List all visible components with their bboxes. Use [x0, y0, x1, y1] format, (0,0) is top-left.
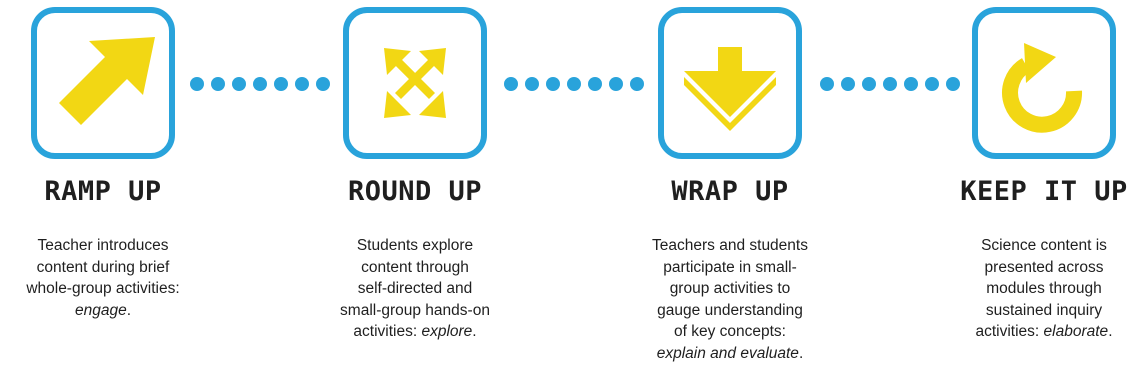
connector-dots-2: [504, 76, 644, 92]
circular-arrow-refresh-icon: [1002, 43, 1083, 133]
description-line: activities: explore.: [310, 321, 520, 343]
connector-dot: [295, 77, 309, 91]
connector-dot: [904, 77, 918, 91]
connector-dot: [609, 77, 623, 91]
description-emphasis: elaborate: [1043, 323, 1109, 340]
description-line: activities: elaborate.: [939, 321, 1145, 343]
connector-dot: [567, 77, 581, 91]
description-line: whole-group activities:: [26, 280, 180, 297]
connector-dot: [820, 77, 834, 91]
description-line: self-directed and: [357, 280, 473, 297]
connector-dot: [316, 77, 330, 91]
keep-it-up-icon-box: [972, 7, 1116, 159]
step-title: RAMP UP: [44, 176, 162, 207]
connector-dot: [190, 77, 204, 91]
description-line: of key concepts:: [673, 323, 786, 340]
description-tail: .: [472, 323, 477, 340]
connector-dot: [232, 77, 246, 91]
connector-dot: [588, 77, 602, 91]
ramp-up-icon-box: [31, 7, 175, 159]
description-line: Students explore: [356, 237, 474, 254]
step-title: WRAP UP: [671, 176, 789, 207]
connector-dot: [211, 77, 225, 91]
description-line: Teachers and students: [652, 237, 808, 254]
connector-dots-3: [820, 76, 960, 92]
description-line: engage.: [0, 300, 208, 322]
description-line: group activities to: [669, 280, 791, 297]
connector-dot: [946, 77, 960, 91]
connector-dot: [883, 77, 897, 91]
connector-dot: [546, 77, 560, 91]
connector-dot: [841, 77, 855, 91]
connector-dots-1: [190, 76, 330, 92]
connector-dot: [925, 77, 939, 91]
step-title: ROUND UP: [347, 176, 483, 207]
description-line: Science content is: [981, 237, 1107, 254]
description-emphasis: explain and evaluate: [656, 344, 799, 362]
description-prefix: activities:: [353, 323, 422, 340]
description-line: Teacher introduces: [37, 237, 169, 254]
description-line: content through: [361, 258, 469, 276]
connector-dot: [525, 77, 539, 91]
arrow-down-icon: [684, 47, 776, 131]
description-line: sustained inquiry: [985, 301, 1103, 319]
connector-dot: [274, 77, 288, 91]
description-line: content during brief: [36, 258, 170, 276]
description-tail: .: [798, 344, 804, 362]
step-title: KEEP IT UP: [960, 176, 1128, 207]
description-prefix: activities:: [975, 323, 1044, 340]
description-emphasis: explore: [421, 323, 473, 340]
step-description: Students explore content through self-di…: [310, 235, 520, 343]
description-emphasis: engage: [74, 301, 127, 319]
description-tail: .: [1108, 323, 1113, 340]
step-description: Teacher introduces content during brief …: [0, 235, 208, 321]
description-line: presented across: [984, 258, 1104, 276]
connector-dot: [862, 77, 876, 91]
step-description: Teachers and students participate in sma…: [625, 235, 835, 364]
description-line: small-group hands-on: [340, 301, 490, 319]
wrap-up-icon-box: [658, 7, 802, 159]
description-line: participate in small-: [663, 258, 797, 276]
description-line: modules through: [986, 280, 1102, 297]
description-line: explain and evaluate.: [625, 343, 835, 365]
description-line: gauge understanding: [657, 301, 803, 319]
step-description: Science content is presented across modu…: [939, 235, 1145, 343]
connector-dot: [504, 77, 518, 91]
description-tail: .: [126, 301, 132, 319]
diagonal-arrow-up-right-icon: [59, 37, 155, 125]
connector-dot: [630, 77, 644, 91]
connector-dot: [253, 77, 267, 91]
four-arrows-outward-icon: [384, 48, 446, 118]
round-up-icon-box: [343, 7, 487, 159]
